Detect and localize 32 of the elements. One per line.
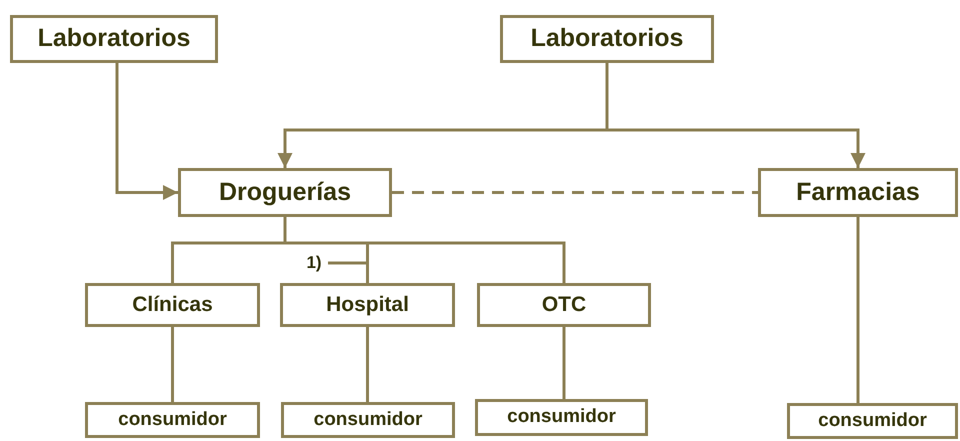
box-label: Laboratorios bbox=[38, 23, 190, 54]
process-box bbox=[500, 15, 714, 63]
connector-line bbox=[366, 327, 369, 402]
process-box bbox=[477, 283, 651, 327]
connector-line bbox=[284, 217, 566, 283]
process-box bbox=[85, 283, 260, 327]
box-label: OTC bbox=[542, 292, 586, 318]
box-label: consumidor bbox=[314, 408, 422, 432]
box-label: consumidor bbox=[507, 405, 616, 430]
box-label: Farmacias bbox=[796, 176, 920, 208]
process-box bbox=[475, 399, 648, 436]
connector-line bbox=[562, 327, 566, 399]
process-box bbox=[178, 168, 392, 217]
connector-line bbox=[856, 217, 860, 403]
box-label: Laboratorios bbox=[530, 23, 684, 54]
box-label: consumidor bbox=[818, 408, 927, 433]
process-box bbox=[85, 402, 260, 438]
process-box bbox=[281, 402, 455, 438]
box-label: Hospital bbox=[326, 292, 409, 318]
process-box bbox=[787, 403, 958, 439]
dashed-connector bbox=[392, 191, 758, 194]
box-label: Droguerías bbox=[219, 176, 351, 208]
arrow bbox=[606, 63, 866, 168]
box-label: Clínicas bbox=[132, 292, 213, 318]
box-label: consumidor bbox=[118, 408, 227, 432]
process-box bbox=[280, 283, 455, 327]
footnote-mark: 1) bbox=[300, 253, 328, 273]
leader-line bbox=[328, 262, 368, 264]
process-box bbox=[10, 15, 218, 63]
arrow bbox=[116, 63, 178, 200]
process-box bbox=[758, 168, 958, 217]
connector-line bbox=[171, 327, 174, 402]
